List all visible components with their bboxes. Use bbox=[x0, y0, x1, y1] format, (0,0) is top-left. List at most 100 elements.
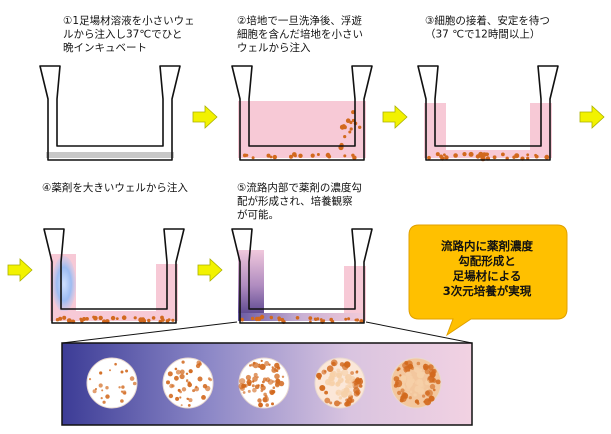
well-s5 bbox=[231, 228, 373, 324]
well-s3 bbox=[417, 65, 559, 162]
cell-dot bbox=[462, 152, 467, 157]
next-step-arrow bbox=[197, 258, 223, 282]
cell-dot bbox=[443, 153, 446, 157]
step-5-caption: ⑤流路内部で薬剤の濃度勾配が形成され、培養観察が可能。 bbox=[237, 181, 362, 221]
cell-dot bbox=[316, 153, 320, 156]
cell-dot bbox=[343, 154, 347, 158]
spheroid bbox=[162, 357, 214, 409]
cell-dot bbox=[343, 135, 347, 139]
spheroid-row bbox=[86, 357, 442, 409]
caption-line: ④薬剤を大きいウェルから注入 bbox=[42, 181, 188, 194]
caption-line: が可能。 bbox=[237, 208, 279, 221]
cell-dot bbox=[242, 153, 247, 158]
cell-dot bbox=[55, 318, 60, 322]
step-1-caption: ①1足場材溶液を小さいウェルから注入し37℃でひと晩インキュベート bbox=[63, 14, 195, 54]
wells-layer bbox=[39, 65, 559, 324]
cell-dot bbox=[344, 317, 348, 321]
cell-dot bbox=[505, 156, 509, 160]
cell-dot bbox=[85, 317, 89, 321]
cell-dot bbox=[66, 318, 72, 323]
cell-dot bbox=[453, 153, 458, 158]
cell-dot bbox=[436, 152, 440, 156]
cell-dot bbox=[138, 317, 144, 323]
cell-dot bbox=[115, 317, 119, 320]
caption-line: 配が形成され、培養観察 bbox=[237, 195, 353, 208]
well-s1 bbox=[39, 65, 181, 161]
next-step-arrow bbox=[382, 105, 408, 129]
cell-dot bbox=[165, 319, 170, 323]
well-s4 bbox=[43, 228, 185, 324]
cell-dot bbox=[269, 316, 273, 320]
caption-line: 細胞を含んだ培地を小さい bbox=[237, 28, 363, 41]
cell-dot bbox=[289, 154, 293, 159]
cell-dot bbox=[316, 317, 320, 321]
cell-dot bbox=[259, 314, 265, 320]
cell-dot bbox=[358, 125, 362, 129]
cell-dot bbox=[501, 152, 505, 157]
cell-dot bbox=[250, 316, 255, 321]
step-3-caption: ③細胞の接着、安定を待つ （37 ℃で12時間以上） bbox=[425, 14, 550, 41]
cell-dot bbox=[349, 120, 353, 125]
next-step-arrow bbox=[7, 258, 33, 282]
cell-dot bbox=[341, 124, 346, 129]
cell-dot bbox=[526, 153, 530, 157]
spheroid bbox=[238, 357, 290, 409]
caption-line: ②培地で一旦洗浄後、浮遊 bbox=[237, 14, 362, 27]
cell-dot bbox=[295, 316, 300, 320]
cell-dot bbox=[241, 318, 244, 322]
cell-dot bbox=[310, 153, 315, 158]
cell-dot bbox=[292, 152, 297, 157]
step-2-caption: ②培地で一旦洗浄後、浮遊細胞を含んだ培地を小さいウェルから注入 bbox=[237, 14, 363, 54]
cell-dot bbox=[322, 319, 326, 322]
cell-dot bbox=[93, 315, 98, 321]
caption-line: ⑤流路内部で薬剤の濃度勾 bbox=[237, 181, 362, 194]
cell-dot bbox=[98, 315, 103, 321]
cell-dot bbox=[160, 315, 164, 320]
cell-dot bbox=[298, 153, 303, 158]
cell-dot bbox=[347, 317, 351, 321]
cell-dot bbox=[133, 316, 137, 320]
step-4-caption: ④薬剤を大きいウェルから注入 bbox=[42, 181, 188, 194]
caption-line: ①1足場材溶液を小さいウェ bbox=[63, 14, 195, 27]
caption-line: 3次元培養が実現 bbox=[443, 284, 532, 298]
cell-dot bbox=[147, 318, 151, 323]
cell-dot bbox=[62, 316, 66, 320]
cell-dot bbox=[444, 155, 449, 160]
caption-line: 晩インキュベート bbox=[63, 42, 147, 54]
spheroid bbox=[314, 357, 366, 409]
well-s2 bbox=[231, 65, 373, 161]
caption-line: （37 ℃で12時間以上） bbox=[425, 29, 540, 41]
cell-dot bbox=[171, 318, 175, 322]
next-step-arrow bbox=[579, 105, 605, 129]
cell-dot bbox=[427, 155, 431, 160]
caption-line: ルから注入し37℃でひと bbox=[63, 28, 182, 41]
spheroid bbox=[86, 357, 138, 409]
cell-dot bbox=[544, 154, 550, 160]
caption-line: 勾配形成と bbox=[458, 254, 516, 268]
caption-line: 足場材による bbox=[453, 269, 522, 283]
cell-dot bbox=[251, 156, 255, 160]
caption-line: ウェルから注入 bbox=[237, 41, 311, 54]
cell-dot bbox=[526, 156, 530, 160]
cell-dot bbox=[58, 316, 63, 321]
cell-dot bbox=[272, 154, 277, 160]
cell-dot bbox=[79, 317, 83, 321]
cell-dot bbox=[325, 152, 331, 158]
cell-dot bbox=[478, 151, 484, 157]
caption-line: ③細胞の接着、安定を待つ bbox=[425, 14, 550, 27]
cell-dot bbox=[468, 151, 474, 157]
cell-dot bbox=[110, 315, 116, 321]
cell-dot bbox=[352, 155, 357, 160]
cell-dot bbox=[348, 130, 352, 134]
cell-dot bbox=[345, 118, 351, 123]
spheroid bbox=[390, 357, 442, 409]
cell-dot bbox=[121, 315, 127, 321]
cell-dot bbox=[492, 155, 497, 160]
caption-line: 流路内に薬剤濃度 bbox=[441, 239, 533, 253]
cell-dot bbox=[484, 152, 489, 157]
cell-dot bbox=[512, 155, 516, 159]
next-step-arrow bbox=[192, 105, 218, 129]
